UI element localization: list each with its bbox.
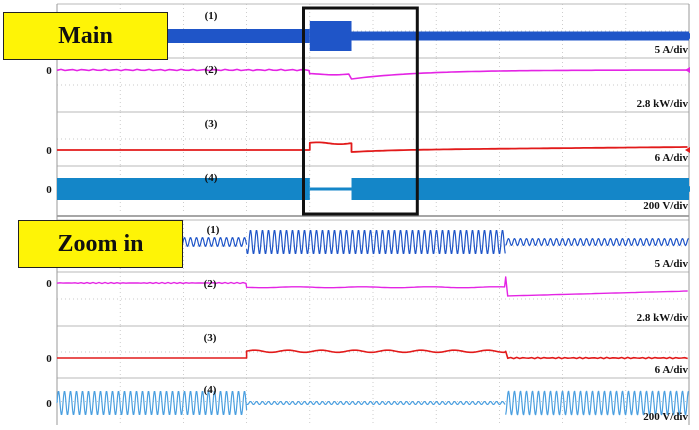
trace-4-zoom-before: [56, 391, 248, 415]
trace-4-zoom-after: [505, 390, 690, 416]
channel-label: (3): [204, 332, 217, 344]
scale-label: 2.8 kW/div: [637, 312, 689, 324]
traces-layer: [56, 21, 690, 416]
zero-marker: 0: [46, 145, 52, 157]
trace-1-zoom-after: [505, 238, 689, 246]
trace-4-main-after: [351, 178, 689, 200]
main-label: Main: [3, 12, 168, 60]
channel-label: (3): [205, 118, 218, 130]
zero-marker: 0: [46, 353, 52, 365]
trace-1-zoom-before: [179, 237, 248, 247]
scale-label: 5 A/div: [655, 258, 689, 270]
trace-4-zoom-during: [246, 401, 506, 405]
zoom-in-label: Zoom in: [18, 220, 183, 268]
scale-label: 6 A/div: [655, 152, 689, 164]
channel-label: (1): [205, 10, 218, 22]
scale-label: 6 A/div: [655, 364, 689, 376]
trace-2-main: [56, 68, 688, 80]
channel-label: (4): [204, 384, 217, 396]
channel-arrow-icon: [685, 147, 690, 153]
zero-marker: 0: [46, 184, 52, 196]
channel-arrow-icon: [685, 33, 690, 39]
channel-label: (4): [205, 172, 218, 184]
labels-layer: (1) 5 A/div (2) 2.8 kW/div 0 (3) 6 A/div 0 (4) 20…: [46, 10, 690, 423]
zero-marker: 0: [46, 278, 52, 290]
trace-2-zoom: [56, 276, 688, 297]
trace-1-zoom-during: [246, 230, 506, 254]
scale-label: 200 V/div: [643, 411, 688, 423]
scale-label: 2.8 kW/div: [637, 98, 689, 110]
zoom-window-box: [302, 6, 419, 216]
scale-label: 200 V/div: [643, 200, 688, 212]
channel-arrow-icon: [685, 67, 690, 73]
trace-4-main-before: [57, 178, 310, 200]
zero-marker: 0: [46, 398, 52, 410]
grid-layer: [56, 3, 690, 425]
trace-4-main-during: [309, 187, 352, 191]
channel-label: (2): [205, 64, 218, 76]
zero-marker: 0: [46, 65, 52, 77]
scale-label: 5 A/div: [655, 44, 689, 56]
trace-1-main-after: [351, 31, 689, 41]
trace-3-main: [57, 141, 688, 153]
trace-3-zoom: [57, 349, 688, 360]
channel-label: (2): [204, 278, 217, 290]
trace-1-main-during: [309, 21, 352, 51]
channel-arrow-icon: [685, 186, 690, 192]
channel-label: (1): [207, 224, 220, 236]
